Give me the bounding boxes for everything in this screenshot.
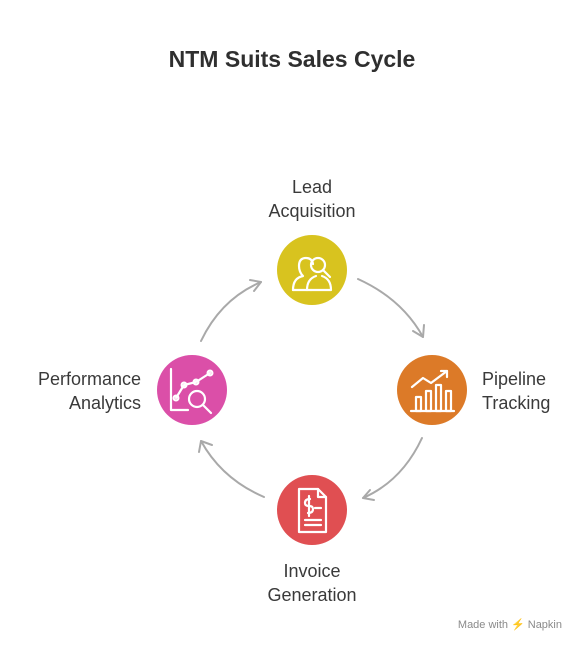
label-line: Analytics bbox=[68, 393, 141, 413]
node-pipeline-tracking bbox=[397, 355, 467, 425]
node-invoice-generation bbox=[277, 475, 347, 545]
people-search-icon bbox=[291, 256, 333, 292]
label-pipeline-tracking: Pipeline Tracking bbox=[482, 367, 582, 415]
label-line: Tracking bbox=[482, 393, 551, 413]
node-performance-analytics bbox=[157, 355, 227, 425]
node-lead-acquisition bbox=[277, 235, 347, 305]
label-line: Generation bbox=[267, 585, 357, 605]
label-line: Lead bbox=[291, 177, 333, 197]
invoice-document-icon bbox=[297, 487, 328, 534]
label-invoice-generation: Invoice Generation bbox=[212, 559, 412, 607]
label-lead-acquisition: Lead Acquisition bbox=[212, 175, 412, 223]
label-performance-analytics: Performance Analytics bbox=[6, 367, 141, 415]
branding-name: Napkin bbox=[527, 619, 562, 631]
made-with-napkin-badge[interactable]: Made with⚡Napkin bbox=[458, 618, 562, 631]
arrow-analytics-to-lead bbox=[200, 279, 262, 342]
analytics-magnifier-icon bbox=[169, 367, 214, 415]
arrow-invoice-to-analytics bbox=[198, 440, 265, 498]
label-line: Acquisition bbox=[268, 201, 356, 221]
label-line: Pipeline bbox=[482, 369, 547, 389]
branding-prefix: Made with bbox=[457, 619, 509, 631]
bar-chart-trend-icon bbox=[409, 369, 456, 413]
arrow-lead-to-pipeline bbox=[357, 278, 425, 338]
label-line: Performance bbox=[37, 369, 141, 389]
napkin-logo-icon: ⚡ bbox=[511, 619, 525, 631]
diagram-title: NTM Suits Sales Cycle bbox=[168, 46, 416, 72]
arrow-pipeline-to-invoice bbox=[362, 437, 423, 501]
label-line: Invoice bbox=[283, 561, 341, 581]
